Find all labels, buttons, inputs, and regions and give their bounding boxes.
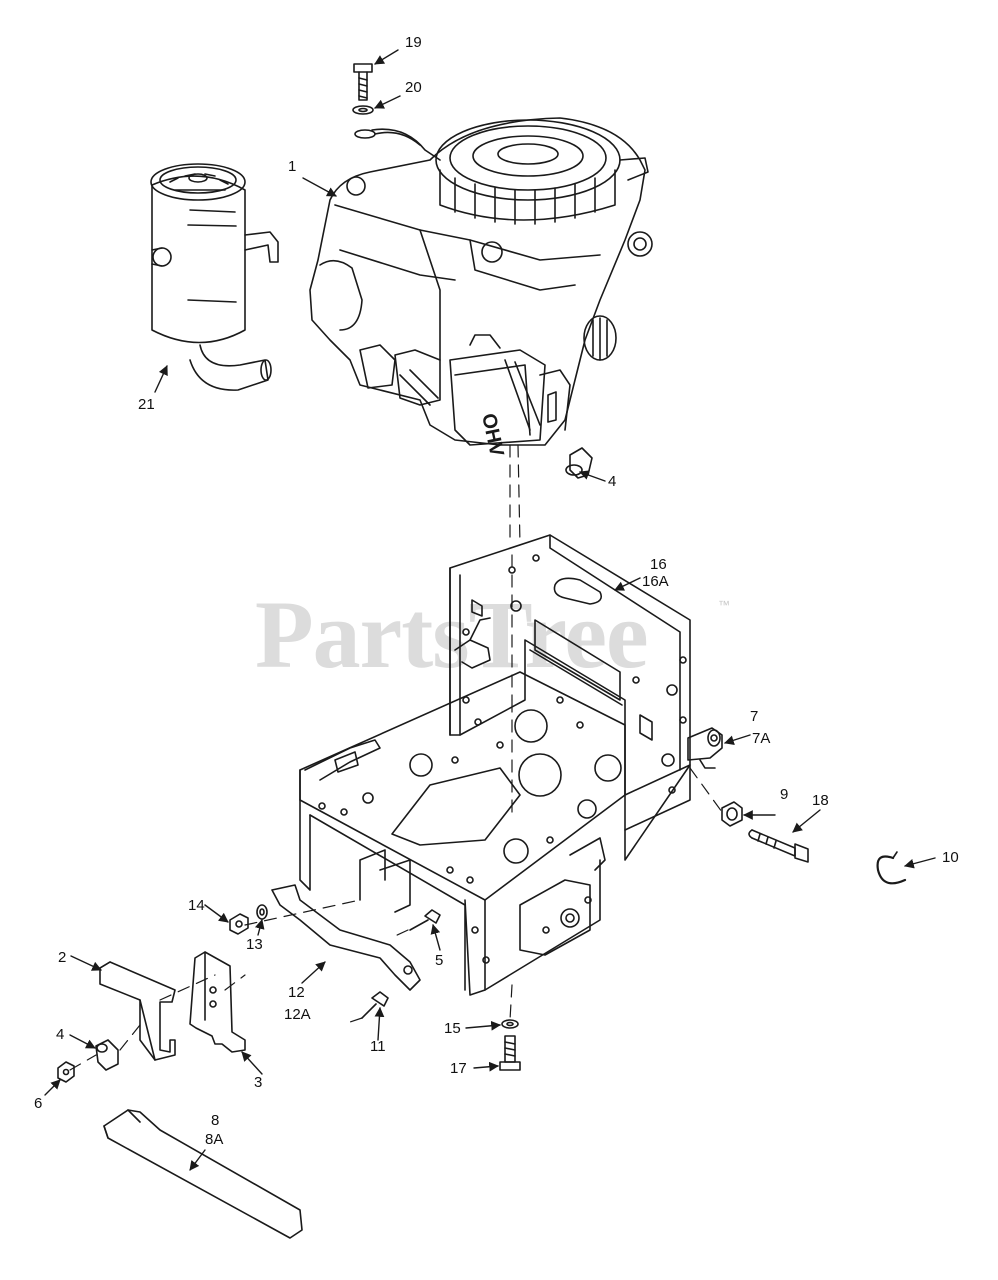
muffler bbox=[150, 163, 279, 391]
callout-1: 1 bbox=[288, 158, 297, 175]
callout-4-lower: 4 bbox=[56, 1026, 65, 1043]
screw-5 bbox=[409, 909, 441, 931]
callout-18: 18 bbox=[812, 792, 829, 809]
callout-9: 9 bbox=[780, 786, 789, 803]
callout-12: 12 bbox=[288, 984, 305, 1001]
callout-8: 8 bbox=[211, 1112, 220, 1129]
nut-14 bbox=[229, 913, 249, 935]
callout-13: 13 bbox=[246, 936, 263, 953]
callout-10: 10 bbox=[942, 849, 959, 866]
callout-3: 3 bbox=[254, 1074, 263, 1091]
retaining-ring-10 bbox=[876, 855, 907, 885]
bolt-17 bbox=[499, 1035, 521, 1071]
callout-15: 15 bbox=[444, 1020, 461, 1037]
trademark-symbol: ™ bbox=[718, 598, 730, 612]
callout-16: 16 bbox=[650, 556, 667, 573]
screw-11 bbox=[361, 991, 389, 1019]
callout-8a: 8A bbox=[205, 1131, 224, 1148]
flange-nut-9 bbox=[721, 801, 743, 827]
callout-12a: 12A bbox=[284, 1006, 311, 1023]
callout-5: 5 bbox=[435, 952, 444, 969]
nut-6 bbox=[57, 1061, 75, 1083]
callout-19: 19 bbox=[405, 34, 422, 51]
washer-20 bbox=[352, 105, 374, 115]
callout-2: 2 bbox=[58, 949, 67, 966]
leader-arrows bbox=[44, 49, 936, 1171]
callout-7a: 7A bbox=[752, 730, 771, 747]
plate-3 bbox=[189, 951, 246, 1053]
ground-terminal bbox=[354, 129, 376, 139]
clip-4-lower bbox=[95, 1039, 119, 1071]
callout-7: 7 bbox=[750, 708, 759, 725]
callout-6: 6 bbox=[34, 1095, 43, 1112]
pivot-bracket-7 bbox=[687, 727, 723, 769]
callout-17: 17 bbox=[450, 1060, 467, 1077]
bracket-12 bbox=[271, 884, 421, 991]
callout-20: 20 bbox=[405, 79, 422, 96]
bolt-18 bbox=[748, 829, 809, 863]
engine-mount-frame bbox=[299, 534, 691, 996]
callout-4-upper: 4 bbox=[608, 473, 617, 490]
callout-11: 11 bbox=[370, 1038, 386, 1055]
washer-13 bbox=[256, 904, 268, 920]
callout-16a: 16A bbox=[642, 573, 669, 590]
bolt-19 bbox=[353, 63, 373, 101]
bar-8 bbox=[103, 1109, 303, 1239]
clip-4-upper bbox=[565, 447, 593, 479]
engine bbox=[309, 117, 653, 446]
watermark: PartsTree bbox=[255, 581, 649, 688]
callout-21: 21 bbox=[138, 396, 155, 413]
engine-ohv-label: OHV bbox=[477, 411, 508, 459]
callout-14: 14 bbox=[188, 897, 205, 914]
bracket-2 bbox=[99, 961, 176, 1061]
washer-15 bbox=[501, 1019, 519, 1029]
